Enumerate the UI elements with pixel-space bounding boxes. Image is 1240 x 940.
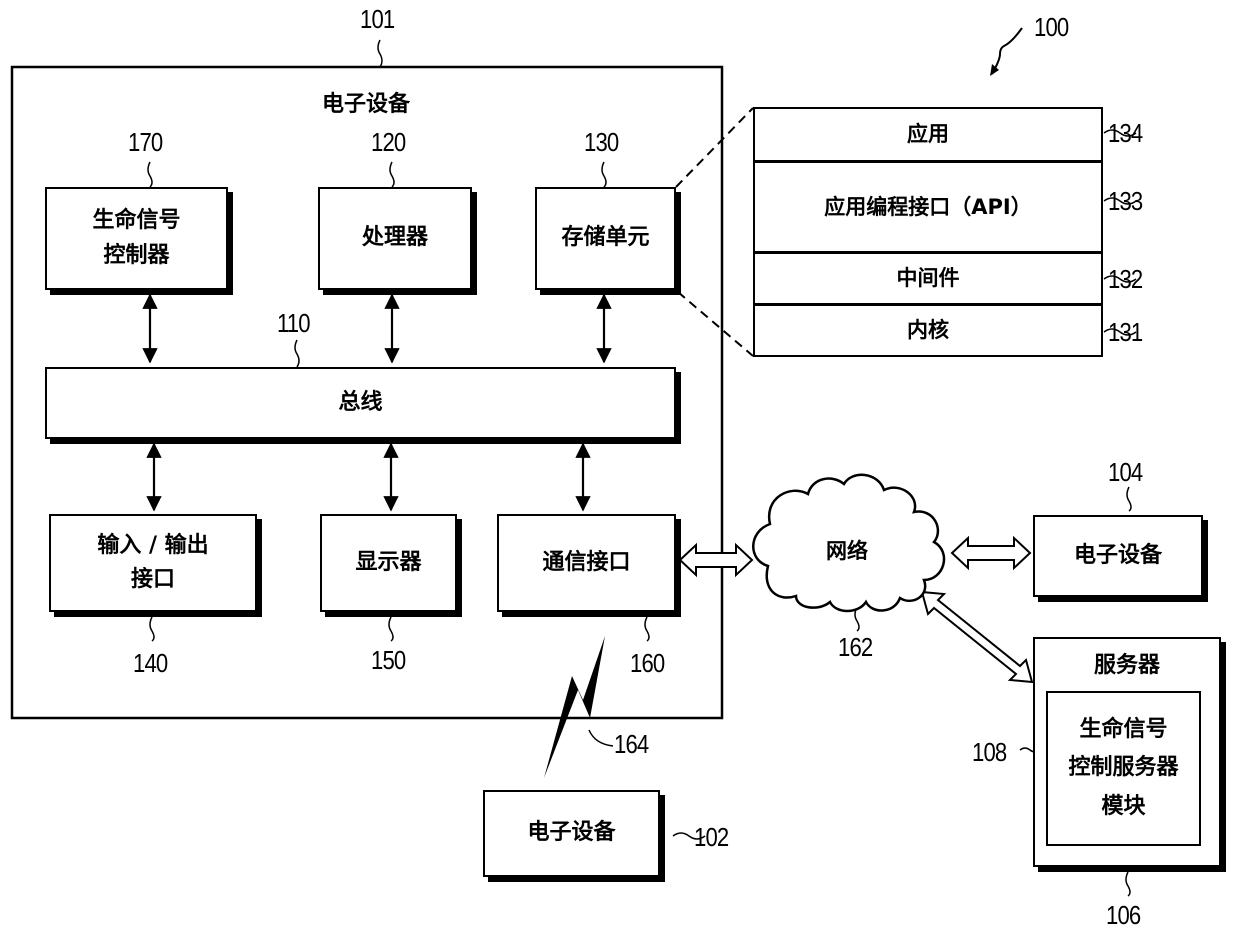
module-line3: 模块 (1101, 788, 1145, 827)
server-title: 服务器 (1035, 649, 1219, 683)
ref-134: 134 (1108, 118, 1142, 149)
ref-108: 108 (972, 737, 1006, 768)
ref-120: 120 (371, 127, 405, 158)
module-line1: 生命信号 (1079, 711, 1167, 750)
memory-label: 存储单元 (561, 221, 649, 255)
layer-middleware-label: 中间件 (897, 262, 960, 295)
vital-controller-line2: 控制器 (103, 239, 169, 273)
server-106[interactable]: 服务器 生命信号 控制服务器 模块 (1033, 637, 1221, 867)
comm-interface-box[interactable]: 通信接口 (497, 514, 676, 612)
ref-101: 101 (360, 4, 394, 35)
vital-signal-server-module[interactable]: 生命信号 控制服务器 模块 (1046, 691, 1201, 846)
layer-kernel[interactable]: 内核 (755, 306, 1101, 355)
io-line2: 接口 (131, 563, 175, 597)
ref-110: 110 (277, 308, 310, 339)
memory-layer-stack: 应用 应用编程接口（API） 中间件 内核 (753, 107, 1103, 357)
processor-box[interactable]: 处理器 (318, 187, 472, 290)
layer-kernel-label: 内核 (907, 314, 949, 347)
vital-controller-line1: 生命信号 (92, 204, 180, 238)
comm-label: 通信接口 (542, 546, 630, 580)
bus-box[interactable]: 总线 (45, 367, 676, 439)
bus-label: 总线 (338, 386, 382, 420)
display-box[interactable]: 显示器 (320, 514, 457, 612)
wireless-link-164 (544, 636, 605, 778)
layer-application-label: 应用 (907, 118, 949, 151)
ref-132: 132 (1108, 264, 1142, 295)
network-label: 网络 (826, 535, 868, 565)
ref-164: 164 (614, 729, 648, 760)
ref-106: 106 (1106, 900, 1140, 931)
processor-label: 处理器 (362, 221, 428, 255)
layer-api-label: 应用编程接口（API） (824, 191, 1031, 224)
ref-160: 160 (630, 648, 664, 679)
vital-signal-controller-box[interactable]: 生命信号 控制器 (45, 187, 228, 290)
network-device104-link (952, 538, 1030, 568)
zoom-lines (676, 108, 753, 356)
memory-box[interactable]: 存储单元 (535, 187, 676, 290)
ref-133: 133 (1108, 186, 1142, 217)
module-line2: 控制服务器 (1068, 749, 1178, 788)
ref-104: 104 (1108, 457, 1142, 488)
ref-100: 100 (1034, 12, 1068, 43)
device-102-label: 电子设备 (527, 816, 615, 850)
ref-162: 162 (838, 632, 872, 663)
system-100-pointer (992, 28, 1022, 74)
layer-application[interactable]: 应用 (755, 109, 1101, 163)
comm-network-link (680, 545, 752, 575)
ref-150: 150 (371, 645, 405, 676)
ref-131: 131 (1108, 317, 1142, 348)
device-104-label: 电子设备 (1074, 539, 1162, 573)
layer-api[interactable]: 应用编程接口（API） (755, 163, 1101, 254)
ref-102: 102 (694, 822, 728, 853)
layer-middleware[interactable]: 中间件 (755, 254, 1101, 306)
io-interface-box[interactable]: 输入 / 输出 接口 (49, 514, 257, 612)
io-line1: 输入 / 输出 (97, 529, 208, 563)
ref-130: 130 (584, 127, 618, 158)
electronic-device-102[interactable]: 电子设备 (483, 790, 660, 877)
electronic-device-104[interactable]: 电子设备 (1033, 515, 1203, 597)
ref-140: 140 (133, 648, 167, 679)
device-101-title: 电子设备 (322, 86, 410, 118)
display-label: 显示器 (355, 546, 421, 580)
network-server-link (922, 592, 1032, 682)
ref-170: 170 (128, 127, 162, 158)
